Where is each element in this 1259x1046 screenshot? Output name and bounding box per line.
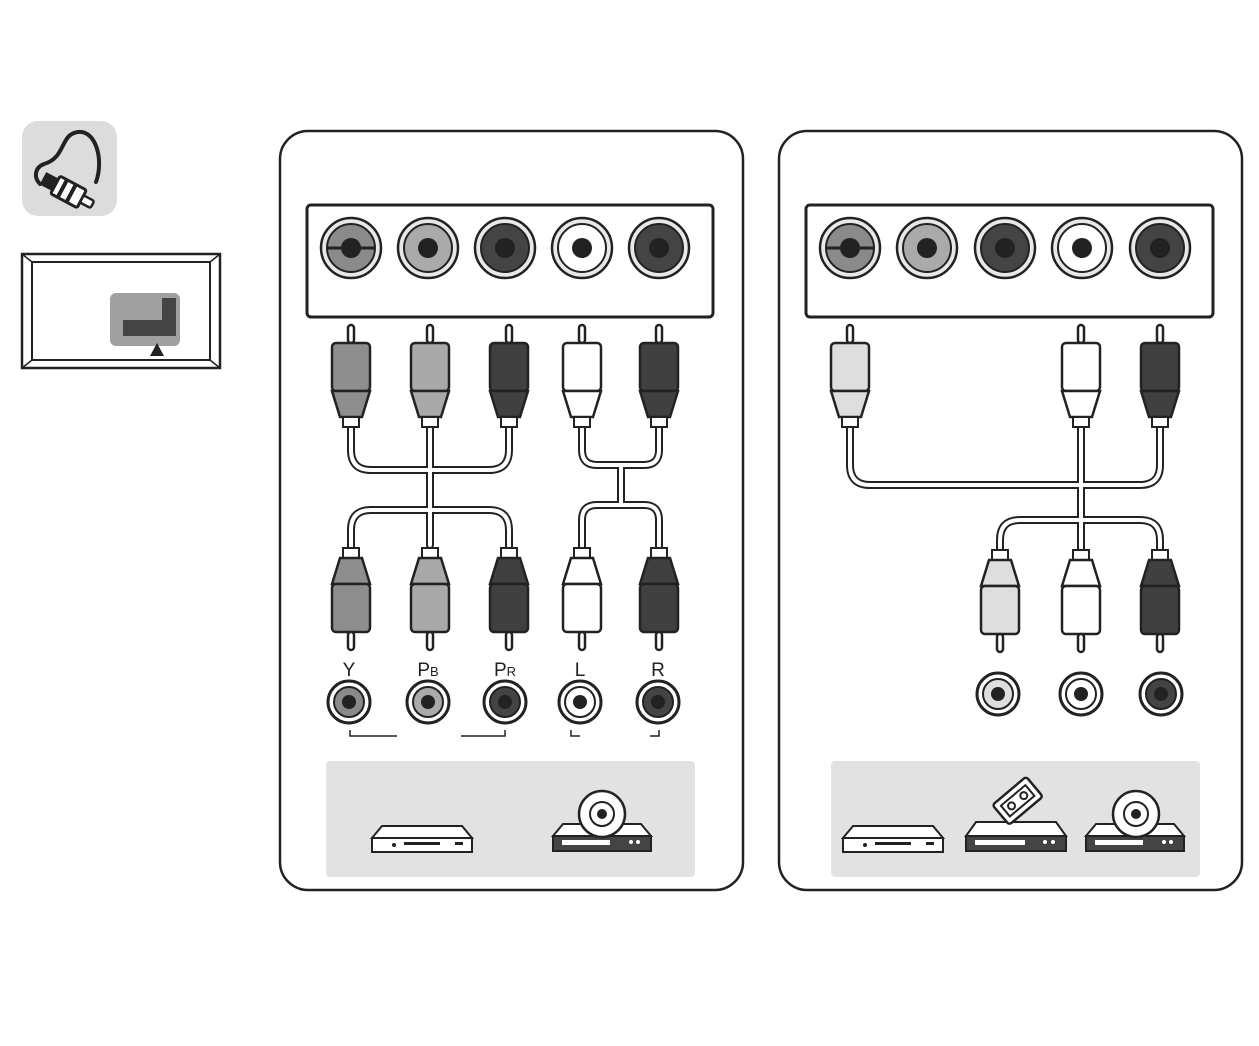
label-pr-sub: R	[507, 664, 516, 679]
tv-jack-2-pr	[975, 218, 1035, 278]
device-jack-y	[328, 681, 370, 723]
tv-jack-pr	[475, 218, 535, 278]
blu-ray-player-icon	[372, 826, 472, 852]
blu-ray-player-icon	[843, 826, 943, 852]
device-jack-audio-l	[559, 681, 601, 723]
rca-cable-icon	[22, 121, 117, 216]
device-jack-pr	[484, 681, 526, 723]
label-pr-main: P	[494, 660, 507, 681]
tv-jack-pb	[398, 218, 458, 278]
composite-connection-panel	[779, 131, 1242, 890]
label-pb: PB	[417, 660, 438, 681]
device-jack-2-audio-l	[1060, 673, 1102, 715]
tv-jack-2-audio-r	[1130, 218, 1190, 278]
tv-jack-bar-2	[806, 205, 1213, 317]
device-jack-2-audio-r	[1140, 673, 1182, 715]
component-device-tray	[326, 761, 695, 877]
tv-jack-audio-l	[552, 218, 612, 278]
tv-jack-y	[321, 218, 381, 278]
device-jack-pb	[407, 681, 449, 723]
label-pb-main: P	[417, 660, 430, 681]
tv-jack-2-audio-l	[1052, 218, 1112, 278]
label-pb-sub: B	[430, 664, 439, 679]
device-jack-video	[977, 673, 1019, 715]
label-r: R	[651, 660, 665, 681]
tv-jack-video	[820, 218, 880, 278]
label-l: L	[575, 660, 586, 681]
device-jack-audio-r	[637, 681, 679, 723]
label-pr: PR	[494, 660, 516, 681]
tv-jack-2-pb	[897, 218, 957, 278]
component-connection-panel: Y PB PR L R	[280, 131, 743, 890]
tv-jack-bar	[307, 205, 713, 317]
composite-device-tray	[831, 761, 1200, 877]
tv-jack-audio-r	[629, 218, 689, 278]
tv-rear-connector-location-icon	[22, 254, 220, 368]
label-y: Y	[343, 660, 356, 681]
